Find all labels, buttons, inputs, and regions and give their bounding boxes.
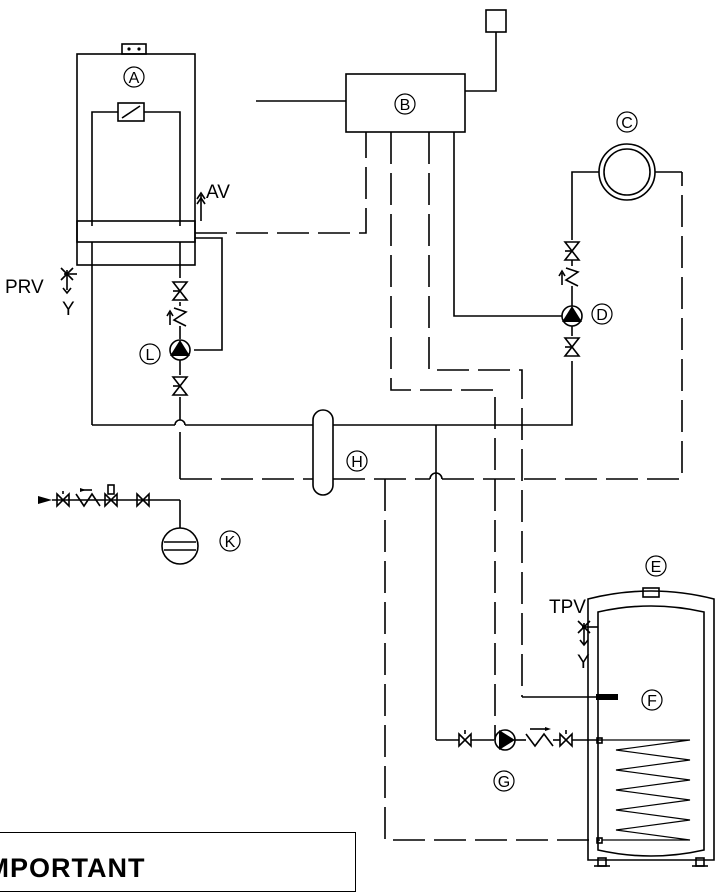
boiler-primary-line (91, 237, 223, 479)
pump-l (169, 339, 191, 361)
flow-dashed-right (442, 172, 683, 480)
svg-text:E: E (651, 559, 662, 576)
temperature-pressure-valve (577, 620, 598, 647)
return-pipe-right (333, 361, 573, 426)
label-tpv: TPV (549, 597, 586, 618)
svg-text:F: F (647, 693, 657, 710)
expansion-vessel-k (161, 500, 199, 565)
sensor-f (522, 694, 618, 700)
label-prv-y: Y (62, 299, 75, 320)
valve-d-lower (563, 337, 581, 357)
pressure-relief-valve (60, 267, 77, 295)
valve-l-lower (171, 376, 189, 396)
cold-water-supply (38, 484, 180, 508)
controller-b (256, 9, 507, 133)
label-d: D (591, 303, 613, 325)
label-k: K (219, 530, 241, 552)
svg-text:C: C (621, 115, 633, 132)
radiator-c (571, 143, 682, 240)
label-av: AV (206, 182, 230, 203)
wire-b-pump-g (390, 132, 496, 740)
wire-b-pump-d (453, 132, 562, 317)
label-b: B (394, 93, 416, 115)
svg-text:D: D (596, 307, 608, 324)
cylinder-e (587, 587, 715, 867)
check-valve-l (166, 307, 188, 327)
important-notice-title: IMPORTANT (0, 853, 146, 883)
wire-b-boiler (195, 132, 367, 234)
label-f: F (641, 689, 663, 711)
label-e: E (645, 555, 667, 577)
svg-text:B: B (400, 97, 411, 114)
label-c: C (616, 111, 638, 133)
label-h: H (346, 450, 368, 472)
label-l: L (139, 343, 161, 365)
svg-text:H: H (351, 454, 363, 471)
label-a: A (123, 66, 145, 88)
air-vent-av (196, 191, 206, 221)
boiler-a (76, 43, 196, 266)
pump-d (561, 305, 583, 327)
label-tpv-y: Y (577, 652, 590, 673)
svg-text:G: G (498, 774, 510, 791)
check-valve-d (558, 267, 580, 287)
svg-text:A: A (129, 70, 140, 87)
wire-b-sensor-f (428, 132, 523, 697)
svg-text:L: L (146, 347, 155, 364)
valve-d-upper (563, 241, 581, 261)
pump-g-line (436, 727, 602, 751)
valve-l-upper (171, 281, 189, 301)
label-g: G (493, 770, 515, 792)
svg-text:K: K (225, 534, 236, 551)
hydraulic-separator-h (312, 409, 334, 496)
crossover-2 (429, 472, 443, 480)
coil-return-dashed (384, 479, 600, 841)
pipe-crossover (174, 419, 186, 426)
label-prv: PRV (5, 277, 44, 298)
